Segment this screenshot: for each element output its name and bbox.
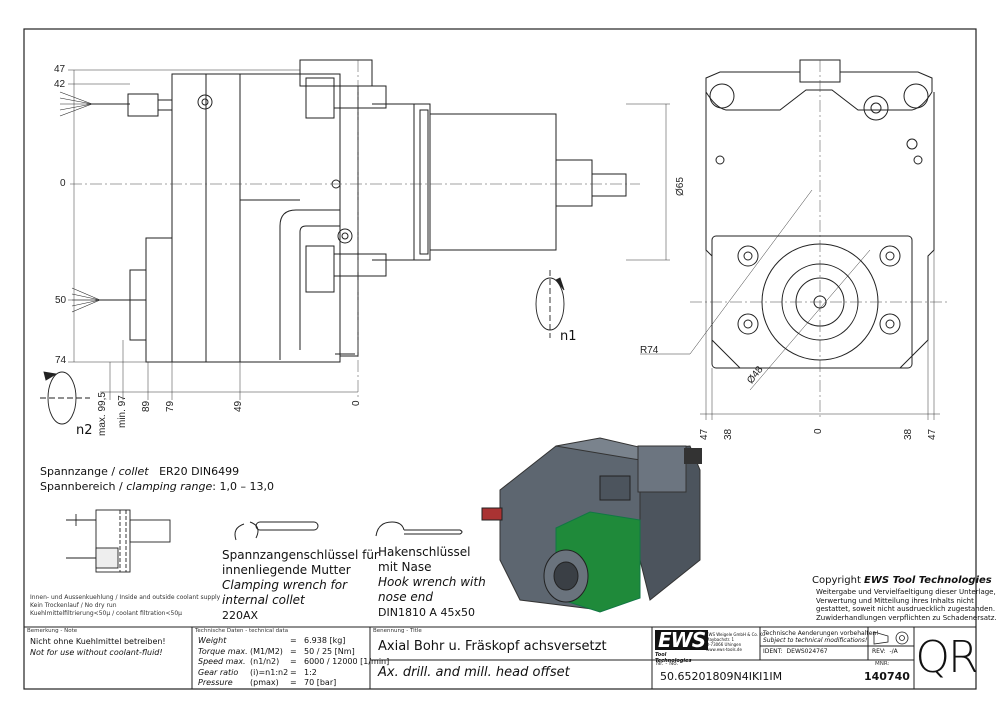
tech-data-table: Weight = 6.938 [kg] Torque max. (M1/M2) … bbox=[198, 636, 389, 689]
title-de: Axial Bohr u. Fräskopf achsversetzt bbox=[378, 639, 607, 654]
dim-89: 89 bbox=[141, 400, 152, 412]
ident-field: IDENT: DEWS024767 bbox=[763, 648, 828, 655]
dim-49: 49 bbox=[233, 400, 244, 412]
label-n2: n2 bbox=[76, 423, 93, 438]
dim-diameter-65: Ø65 bbox=[675, 177, 686, 196]
changes-note: Technische Aenderungen vorbehalten! Subj… bbox=[763, 630, 879, 644]
dim-79: 79 bbox=[165, 400, 176, 412]
dim-0-bottom: 0 bbox=[351, 400, 362, 406]
hook-wrench-icon bbox=[375, 521, 463, 537]
clamping-wrench-icon bbox=[234, 521, 319, 541]
qr-mark: QR bbox=[915, 631, 978, 683]
title-header: Benennung - Title bbox=[373, 628, 422, 634]
mnr-label: MNR: bbox=[875, 661, 890, 667]
tech-row-gear-ratio: Gear ratio (i)=n1:n2 = 1:2 bbox=[198, 667, 317, 677]
dim-left-74: 74 bbox=[55, 355, 67, 366]
rotation-symbol-n1 bbox=[535, 270, 565, 338]
side-view bbox=[59, 59, 627, 363]
clamping-wrench-text: Spannzangenschlüssel für innenliegende M… bbox=[222, 548, 379, 622]
nr-header: Nr. - No. bbox=[656, 661, 679, 667]
copyright-text: Weitergabe und Vervielfaeltigung dieser … bbox=[816, 588, 997, 622]
projection-symbol bbox=[873, 631, 909, 645]
title-en: Ax. drill. and mill. head offset bbox=[378, 665, 570, 680]
part-number: 50.65201809N4IKI1IM bbox=[660, 670, 783, 683]
tech-row-speed: Speed max. (n1/n2) = 6000 / 12000 [1/min… bbox=[198, 657, 390, 666]
dim-right-38b: 38 bbox=[903, 428, 914, 440]
copyright-title: Copyright EWS Tool Technologies bbox=[812, 575, 992, 586]
rotation-symbol-n2 bbox=[40, 371, 90, 425]
dim-right-38a: 38 bbox=[723, 428, 734, 440]
tech-row-torque: Torque max. (M1/M2) = 50 / 25 [Nm] bbox=[198, 646, 355, 656]
ews-logo: EWS Tool Technologies bbox=[655, 630, 709, 664]
dim-left-47: 47 bbox=[54, 64, 66, 75]
title-block bbox=[24, 626, 976, 689]
collet-spec: Spannzange / collet ER20 DIN6499 bbox=[40, 465, 240, 478]
dim-right-47a: 47 bbox=[699, 428, 710, 440]
product-rendering bbox=[481, 437, 702, 613]
company-address: EWS Weigele GmbH & Co. KG Maybachstr. 1 … bbox=[706, 632, 766, 652]
collet-sketch bbox=[66, 509, 171, 573]
hook-wrench-text: Hakenschlüssel mit Nase Hook wrench with… bbox=[378, 545, 486, 619]
dim-left-0: 0 bbox=[60, 178, 66, 189]
note-header: Bemerkung - Note bbox=[27, 628, 78, 634]
dim-left-42: 42 bbox=[54, 79, 66, 90]
mnr-value: 140740 bbox=[864, 670, 910, 683]
note-de: Nicht ohne Kuehlmittel betreiben! bbox=[30, 637, 166, 646]
dim-right-0: 0 bbox=[813, 428, 824, 434]
dim-min-97: min. 97 bbox=[117, 395, 128, 428]
tech-row-pressure: Pressure (pmax) = 70 [bar] bbox=[198, 678, 337, 687]
dim-right-47b: 47 bbox=[927, 428, 938, 440]
cooling-notes: Innen- und Aussenkuehlung / Inside and o… bbox=[30, 594, 221, 617]
sheet-frame bbox=[23, 28, 977, 690]
label-n1: n1 bbox=[560, 329, 577, 344]
rev-field: REV: -/A bbox=[872, 648, 898, 655]
note-en: Not for use without coolant-fluid! bbox=[30, 648, 163, 657]
clamping-range-spec: Spannbereich / clamping range: 1,0 – 13,… bbox=[40, 480, 274, 493]
dim-max-99-5: max. 99,5 bbox=[97, 392, 108, 436]
dim-left-50: 50 bbox=[55, 295, 67, 306]
tech-header: Technische Daten - technical data bbox=[195, 628, 289, 634]
tech-row-weight: Weight = 6.938 [kg] bbox=[198, 636, 346, 645]
dim-radius-74: R74 bbox=[640, 345, 659, 356]
